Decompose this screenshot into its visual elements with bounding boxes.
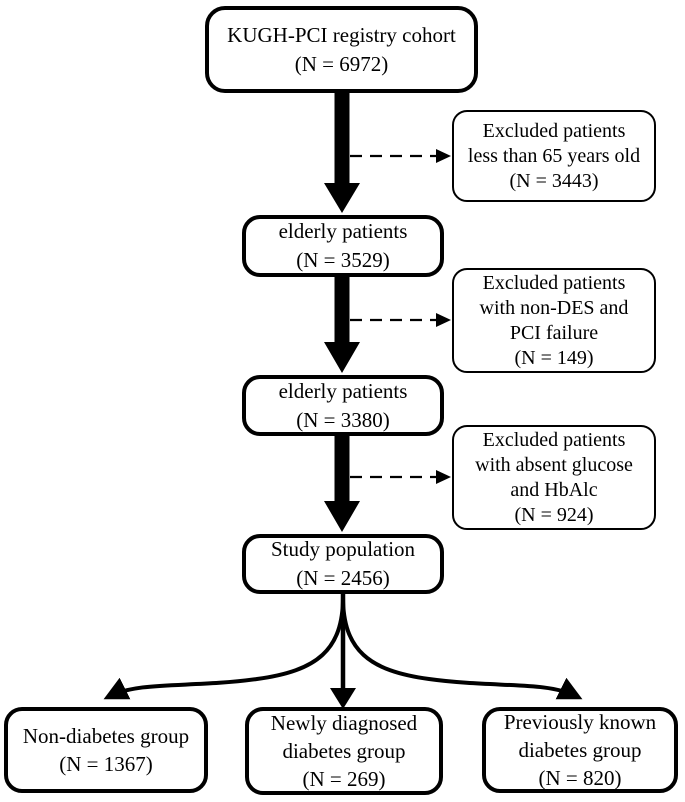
arrow-study-to-nondm xyxy=(103,596,345,700)
node-elderly1: elderly patients (N = 3529) xyxy=(242,215,444,277)
arrow-dashed-to-excl1 xyxy=(350,149,451,163)
node-excl2: Excluded patients with non-DES and PCI f… xyxy=(452,268,656,373)
node-study: Study population (N = 2456) xyxy=(242,534,444,594)
node-cohort-label: KUGH-PCI registry cohort (N = 6972) xyxy=(227,22,456,76)
node-nondm: Non-diabetes group (N = 1367) xyxy=(4,707,208,793)
node-excl1-label: Excluded patients less than 65 years old… xyxy=(467,119,641,192)
arrow-cohort-to-elderly1 xyxy=(324,92,360,213)
arrow-study-to-prevdm xyxy=(341,596,583,700)
node-excl1: Excluded patients less than 65 years old… xyxy=(452,110,656,202)
node-excl3-label: Excluded patients with absent glucose an… xyxy=(475,428,633,526)
node-elderly2-label: elderly patients (N = 3380) xyxy=(278,378,408,432)
node-excl2-label: Excluded patients with non-DES and PCI f… xyxy=(479,271,629,369)
node-newdm-label: Newly diagnosed diabetes group (N = 269) xyxy=(270,711,418,791)
node-excl3: Excluded patients with absent glucose an… xyxy=(452,425,656,530)
node-nondm-label: Non-diabetes group (N = 1367) xyxy=(22,724,190,776)
arrow-elderly2-to-study xyxy=(324,435,360,532)
node-elderly1-label: elderly patients (N = 3529) xyxy=(278,219,408,272)
node-prevdm: Previously known diabetes group (N = 820… xyxy=(482,707,678,793)
node-study-label: Study population (N = 2456) xyxy=(270,537,416,590)
node-cohort: KUGH-PCI registry cohort (N = 6972) xyxy=(205,6,478,93)
arrow-dashed-to-excl3 xyxy=(350,470,451,484)
arrow-dashed-to-excl2 xyxy=(350,313,451,327)
node-elderly2: elderly patients (N = 3380) xyxy=(242,375,444,436)
node-prevdm-label: Previously known diabetes group (N = 820… xyxy=(503,710,657,790)
arrow-elderly1-to-elderly2 xyxy=(324,276,360,373)
node-newdm: Newly diagnosed diabetes group (N = 269) xyxy=(245,707,443,795)
